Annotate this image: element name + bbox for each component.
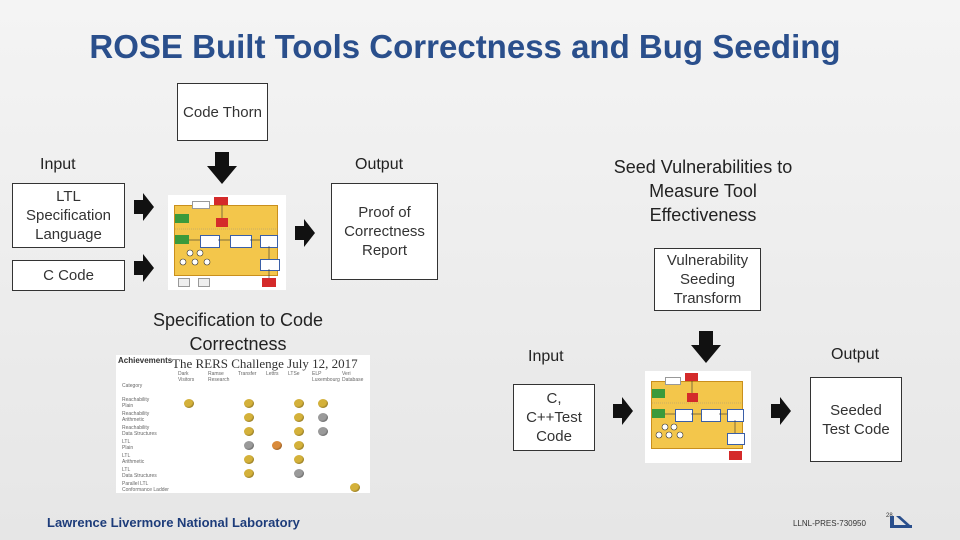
rers-header: The RERS Challenge July 12, 2017 [172, 356, 358, 371]
rers-row-label: LTL Arithmetic [122, 453, 145, 465]
rers-medal-icon [244, 469, 254, 478]
right-arrow-icon [295, 219, 315, 247]
rers-row-label: LTL Plain [122, 439, 134, 451]
rers-column-header: ELP Luxembourg [312, 371, 340, 383]
rers-column-header: Veri Database [342, 371, 364, 383]
rers-row-label: Parallel LTL Conformance Ladder [122, 481, 169, 493]
diagram-node [665, 377, 681, 385]
rers-row-label: LTL Data Structures [122, 467, 157, 479]
right-arrow-icon [134, 193, 154, 221]
diagram-node [178, 278, 190, 287]
rers-row-label: Reachability Data Structures [122, 425, 157, 437]
test-code-box: C, C++Test Code [513, 384, 595, 451]
diagram-node [701, 409, 721, 422]
right-arrow-icon [771, 397, 791, 425]
rers-column-header: Lettrs [266, 371, 279, 377]
rers-medal-icon [294, 413, 304, 422]
diagram-node [652, 389, 665, 398]
rers-medal-icon [294, 427, 304, 436]
llnl-logo-icon [890, 516, 912, 528]
footer-lab-name: Lawrence Livermore National Laboratory [47, 515, 300, 530]
diagram-node [727, 433, 745, 445]
left-input-label: Input [40, 156, 76, 173]
diagram-node [262, 278, 276, 287]
rers-medal-icon [294, 455, 304, 464]
rers-medal-icon [244, 413, 254, 422]
rers-row-label: Category [122, 383, 143, 389]
rers-challenge-results: Achievements The RERS Challenge July 12,… [116, 355, 370, 493]
proof-report-box: Proof of Correctness Report [331, 183, 438, 280]
seeded-code-box: Seeded Test Code [810, 377, 902, 462]
diagram-node [685, 373, 698, 381]
diagram-node [216, 218, 228, 227]
code-thorn-label: Code Thorn [183, 103, 262, 121]
right-input-label: Input [528, 348, 564, 365]
diagram-node [230, 235, 252, 248]
codethorn-architecture-diagram [168, 195, 286, 290]
down-arrow-icon [207, 152, 237, 184]
test-code-label: C, C++Test Code [526, 390, 582, 445]
vulnerability-transform-box: Vulnerability Seeding Transform [654, 248, 761, 311]
rers-medal-icon [244, 399, 254, 408]
rers-medal-icon [244, 441, 254, 450]
rers-row-label: Reachability Plain [122, 397, 150, 409]
c-code-label: C Code [43, 267, 94, 284]
diagram-node [687, 393, 698, 402]
diagram-node [200, 235, 220, 248]
rers-medal-icon [294, 469, 304, 478]
left-output-label: Output [355, 156, 404, 173]
proof-report-label: Proof of Correctness Report [344, 204, 425, 259]
rers-medal-icon [272, 441, 282, 450]
rers-tag: Achievements [118, 356, 173, 365]
diagram-node [192, 201, 210, 209]
rers-medal-icon [318, 413, 328, 422]
ltl-spec-box: LTL Specification Language [12, 183, 125, 248]
rers-medal-icon [318, 427, 328, 436]
rers-medal-icon [294, 441, 304, 450]
right-arrow-icon [613, 397, 633, 425]
rers-column-header: Dark Visitors [178, 371, 195, 383]
diagram-node [198, 278, 210, 287]
vulnerability-transform-label: Vulnerability Seeding Transform [666, 252, 749, 307]
diagram-node [652, 409, 665, 418]
down-arrow-icon [691, 331, 721, 363]
release-number: LLNL-PRES-730950 [793, 519, 866, 528]
rers-medal-icon [184, 399, 194, 408]
rers-column-header: LTSe [288, 371, 300, 377]
rers-column-header: Transfer [238, 371, 257, 377]
diagram-node [175, 235, 189, 244]
seeded-code-label: Seeded Test Code [822, 401, 890, 438]
diagram-node [214, 197, 228, 205]
code-thorn-box: Code Thorn [177, 83, 268, 141]
rers-medal-icon [244, 455, 254, 464]
right-output-label: Output [831, 346, 880, 363]
c-code-box: C Code [12, 260, 125, 291]
rers-medal-icon [318, 399, 328, 408]
page-number: 28 [886, 513, 893, 519]
rers-row-label: Reachability Arithmetic [122, 411, 150, 423]
rers-column-header: Ramse Research [208, 371, 230, 383]
rers-medal-icon [244, 427, 254, 436]
right-arrow-icon [134, 254, 154, 282]
ltl-spec-label: LTL Specification Language [25, 188, 112, 243]
seed-vulnerabilities-heading: Seed Vulnerabilities to Measure Tool Eff… [613, 157, 793, 225]
vulnerability-architecture-diagram [645, 371, 751, 463]
diagram-node [175, 214, 189, 223]
slide-title: ROSE Built Tools Correctness and Bug See… [89, 28, 841, 65]
diagram-node [260, 259, 280, 271]
rers-medal-icon [294, 399, 304, 408]
diagram-node [675, 409, 693, 422]
spec-to-code-caption: Specification to Code Correctness [152, 310, 324, 354]
diagram-connectors [175, 205, 278, 278]
diagram-connectors [652, 381, 743, 439]
diagram-node [729, 451, 742, 460]
diagram-node [727, 409, 744, 422]
rers-medal-icon [350, 483, 360, 492]
